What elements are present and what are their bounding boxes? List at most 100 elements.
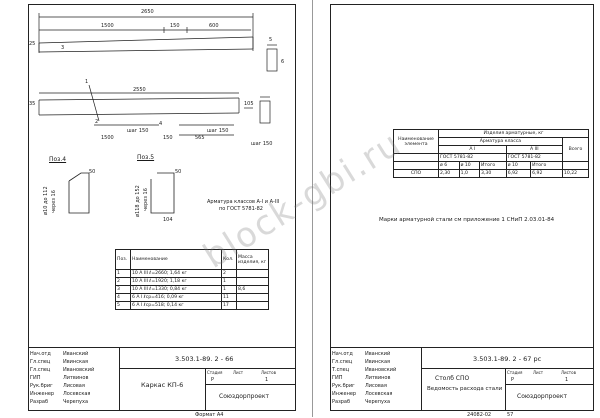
steel-consumption-table: Наименование элемента Изделия арматурные…: [393, 129, 590, 178]
drawing-name-right-1: Столб СПО: [435, 375, 470, 382]
sub-header: Итого: [530, 161, 563, 170]
rebar-note-1: Арматура классов А-I и А-III: [207, 199, 280, 205]
pos4-dim-step: через 16: [51, 190, 57, 213]
cell: 10 А III ℓ=1330; 0,84 кг: [130, 285, 222, 294]
cell: 1: [221, 277, 237, 286]
total-header: Всего: [561, 137, 590, 162]
page-fold: [312, 0, 313, 417]
pos5-dim-range: ø118 до 152: [135, 185, 141, 217]
cell: [236, 277, 269, 286]
sub-header: ø 6: [438, 161, 460, 170]
sheets-header: Листов: [261, 370, 276, 375]
marker-4: 4: [159, 121, 163, 127]
sub-header: Итого: [479, 161, 507, 170]
marker-35: 35: [29, 101, 36, 107]
gost-aiii: ГОСТ 5781-82: [505, 153, 563, 162]
person-name: Литвинов: [365, 375, 391, 381]
person-role: ГИП: [332, 375, 343, 381]
person-role: Гл.спец: [332, 359, 353, 365]
cell: 5: [115, 301, 131, 310]
person-name: Ивинская: [365, 359, 391, 365]
pos5-dim-104: 104: [163, 217, 173, 223]
cell: [236, 269, 269, 278]
items-header: Изделия арматурные, кг: [438, 129, 589, 138]
person-role: Нач.отд: [332, 351, 353, 357]
person-name: Иванский: [63, 351, 89, 357]
person-role: Инженер: [30, 391, 55, 397]
blank-cell: [393, 161, 439, 170]
person-name: Черепуха: [63, 399, 89, 405]
stage-value: Р: [511, 377, 515, 383]
row-name: СПО: [393, 169, 439, 178]
person-role: Рук.бриг: [332, 383, 355, 389]
person-role: Гл.спец: [30, 367, 51, 373]
cell: 3: [115, 285, 131, 294]
dim-b-top: 150: [170, 23, 180, 29]
spec-table: Поз. Наименование Кол. Масса изделия, кг…: [115, 249, 269, 310]
class-aiii-header: А III: [505, 145, 563, 154]
steel-grade-note: Марки арматурной стали см приложение 1 С…: [379, 217, 555, 223]
title-block-right: Нач.отд Иванский Гл.спец Ивинская Т.спец…: [331, 347, 593, 411]
cell: 6 А I ℓср=416; 0,09 кг: [130, 293, 222, 302]
sheets-header: Листов: [561, 370, 576, 375]
person-name: Черепуха: [365, 399, 391, 405]
person-role: Инженер: [332, 391, 357, 397]
sub-header: ø 10: [458, 161, 481, 170]
class-header: Арматура класса: [438, 137, 563, 146]
marker-6: 6: [281, 59, 285, 65]
pitch-c: шаг 150: [251, 141, 273, 147]
cell: 8,6: [236, 285, 269, 294]
pos-details: [68, 172, 175, 214]
pitch-b: шаг 150: [207, 128, 229, 134]
marker-1: 1: [85, 79, 89, 85]
person-role: Рук.бриг: [30, 383, 53, 389]
cell: [236, 301, 269, 310]
cell: 1,0: [458, 169, 481, 178]
sub-header: ø 10: [505, 161, 532, 170]
cell: 2: [115, 277, 131, 286]
person-role: Разраб: [332, 399, 351, 405]
dim-c-top: 600: [209, 23, 219, 29]
cell: 4: [115, 293, 131, 302]
pos5-dim-step: через 16: [143, 188, 149, 211]
person-role: Разраб: [30, 399, 49, 405]
doc-code-right: 3.503.1-89. 2 - 67 рс: [473, 355, 542, 363]
cell: 10 А III ℓ=1920; 1,18 кг: [130, 277, 222, 286]
marker-25: 25: [29, 41, 36, 47]
stage-value: Р: [211, 377, 215, 383]
dim-a-top: 1500: [101, 23, 114, 29]
pos5-label: Поз.5: [137, 154, 155, 161]
person-name: Литвинов: [63, 375, 89, 381]
org-right: Союздорпроект: [517, 393, 567, 400]
marker-105: 105: [244, 101, 254, 107]
right-drawing-sheet: Наименование элемента Изделия арматурные…: [330, 4, 594, 418]
frame-drawing-top: [38, 13, 278, 136]
org-left: Союздорпроект: [219, 393, 269, 400]
dim-a-mid: 1500: [101, 135, 114, 141]
cell: 6 А I ℓср=518; 0,14 кг: [130, 301, 222, 310]
cell: 11: [221, 293, 237, 302]
pos4-dim-range: ø10 до 112: [43, 186, 49, 215]
drawing-name-right-2: Ведомость расхода стали: [427, 386, 503, 392]
pitch-a: шаг 150: [127, 128, 149, 134]
person-name: Иванский: [365, 351, 391, 357]
sheet-value: 1: [265, 377, 269, 383]
cell: 1: [221, 285, 237, 294]
person-name: Ивановский: [365, 367, 397, 373]
pos5-dim-50: 50: [175, 169, 182, 175]
person-name: Лисовая: [365, 383, 387, 389]
doc-code-left: 3.503.1-89. 2 - 66: [175, 355, 234, 363]
class-ai-header: А I: [438, 145, 507, 154]
person-name: Лисовая: [63, 383, 85, 389]
person-role: ГИП: [30, 375, 41, 381]
cell: 10,22: [561, 169, 590, 178]
person-name: Ивановский: [63, 367, 95, 373]
person-name: Ивинская: [63, 359, 89, 365]
marker-2: 2: [95, 119, 99, 125]
cell: [236, 293, 269, 302]
